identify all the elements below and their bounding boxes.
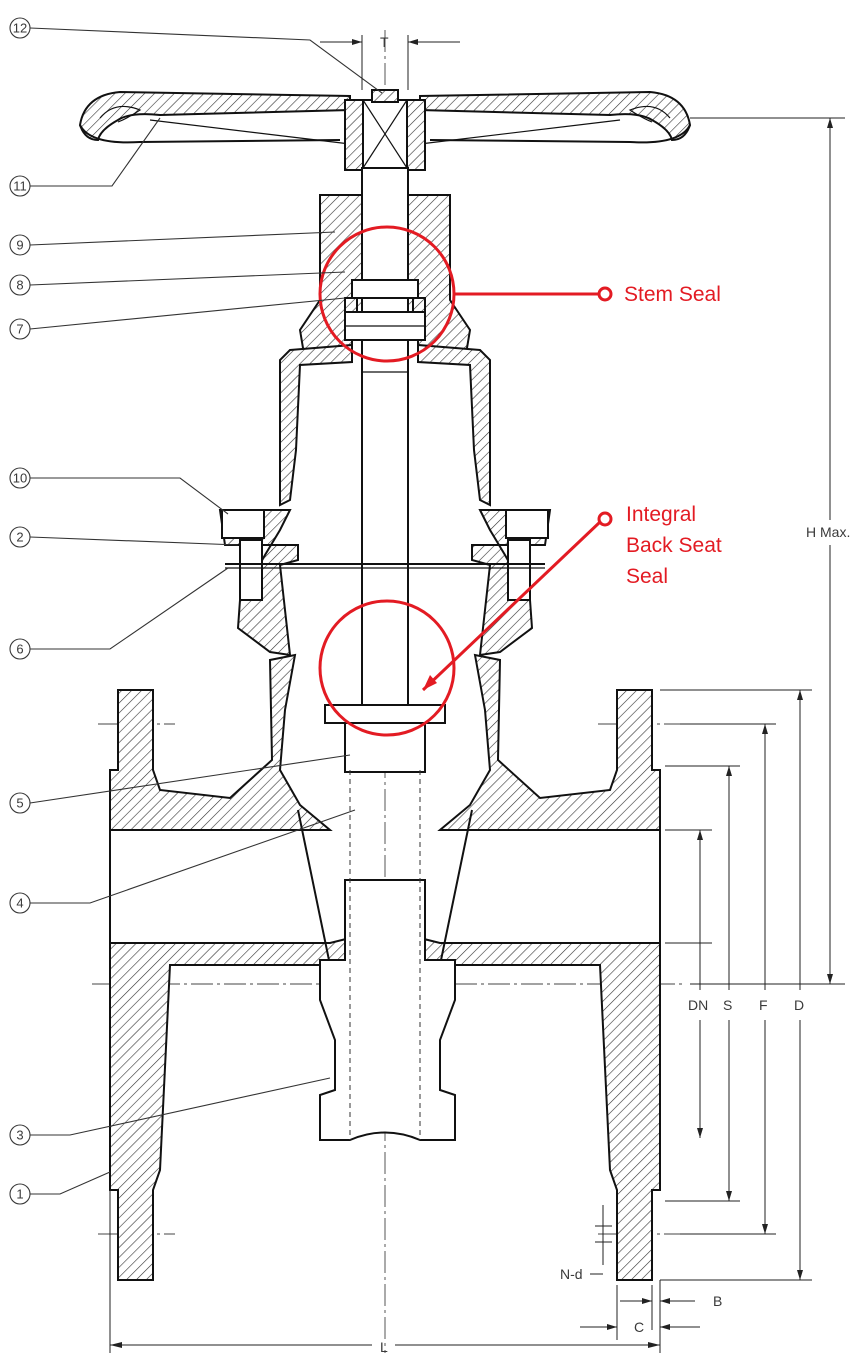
wedge (297, 704, 473, 1141)
svg-text:4: 4 (16, 896, 23, 911)
dim-DN: DN (665, 829, 712, 1138)
back-seat-circle (318, 599, 456, 737)
callout-12: 12 (9, 17, 383, 94)
svg-text:B: B (713, 1293, 722, 1309)
callout-2: 2 (9, 526, 239, 548)
callout-8: 8 (9, 271, 346, 296)
svg-text:7: 7 (16, 322, 23, 337)
back-seat-marker (597, 511, 613, 527)
callout-9: 9 (9, 231, 336, 256)
svg-text:C: C (634, 1319, 644, 1335)
back-seat-label-line1: Integral (626, 503, 696, 526)
dim-C: C (580, 1285, 700, 1340)
callout-3: 3 (9, 1077, 331, 1146)
dim-F: F (680, 723, 776, 1235)
svg-text:DN: DN (688, 997, 708, 1013)
svg-text:N-d: N-d (560, 1266, 583, 1282)
callout-6: 6 (9, 567, 229, 660)
handwheel (78, 89, 692, 171)
svg-text:5: 5 (16, 796, 23, 811)
svg-text:S: S (723, 997, 732, 1013)
body-flange (218, 509, 552, 657)
dim-S: S (665, 765, 740, 1202)
callout-10: 10 (9, 467, 229, 515)
svg-text:11: 11 (13, 179, 27, 194)
svg-text:1: 1 (16, 1187, 23, 1202)
svg-text:8: 8 (16, 278, 23, 293)
dim-Nd: N-d (560, 1205, 612, 1282)
svg-text:L: L (380, 1339, 388, 1353)
dim-D: D (660, 689, 812, 1281)
svg-text:10: 10 (13, 471, 27, 486)
callout-1: 1 (9, 1171, 111, 1205)
dim-B: B (620, 1280, 722, 1330)
svg-text:9: 9 (16, 238, 23, 253)
svg-text:2: 2 (16, 530, 23, 545)
stem (361, 167, 409, 714)
back-seat-label-line2: Back Seat (626, 534, 722, 557)
back-seat-arrow (423, 675, 437, 690)
svg-text:12: 12 (13, 21, 27, 36)
callout-5: 5 (9, 754, 351, 814)
svg-text:6: 6 (16, 642, 23, 657)
stem-seal-marker (597, 286, 613, 302)
svg-text:3: 3 (16, 1128, 23, 1143)
callout-7: 7 (9, 297, 346, 340)
dim-T: T (320, 34, 460, 90)
stem-seal-label: Stem Seal (624, 283, 721, 306)
svg-text:H Max.: H Max. (806, 524, 850, 540)
dim-L: L (109, 1190, 661, 1353)
dim-H: H Max. (690, 117, 850, 985)
back-seat-label-line3: Seal (626, 565, 668, 588)
callout-4: 4 (9, 809, 356, 914)
svg-text:T: T (380, 34, 389, 50)
callout-11: 11 (9, 117, 161, 197)
svg-text:F: F (759, 997, 768, 1013)
svg-text:D: D (794, 997, 804, 1013)
